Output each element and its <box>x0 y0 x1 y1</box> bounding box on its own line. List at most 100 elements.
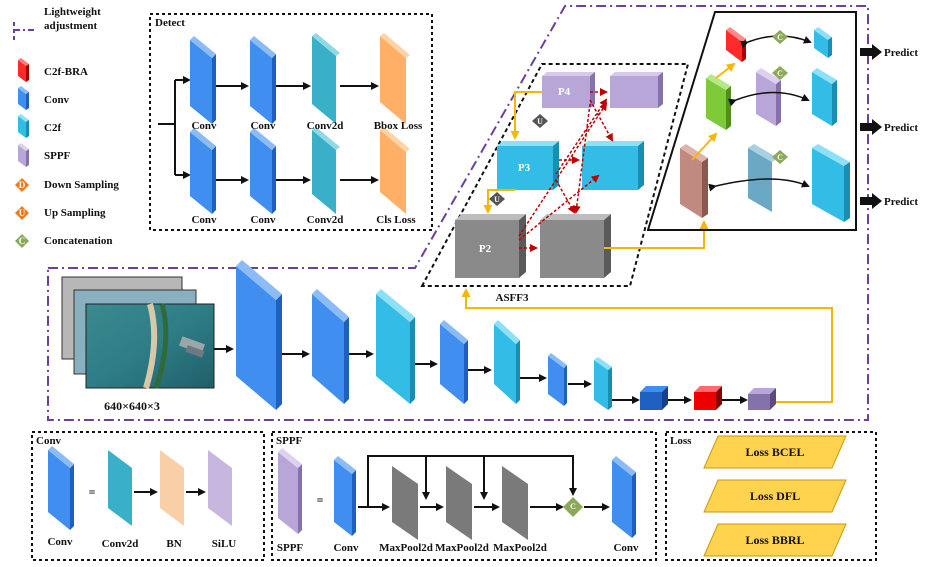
asff-p4-block <box>542 72 595 108</box>
head-concat-icon-1 <box>772 30 788 44</box>
conv-detail-conv-block <box>48 446 74 530</box>
legend-concat-letter: C <box>18 236 26 246</box>
sppf-detail-label-maxpool-2: MaxPool2d <box>435 542 489 554</box>
loss-bcel-shape <box>703 435 847 469</box>
backbone-c2f-1 <box>376 289 415 404</box>
sppf-detail-sppf-block <box>278 448 302 534</box>
backbone-sppf <box>748 388 776 410</box>
sppf-detail-label-maxpool-3: MaxPool2d <box>493 542 547 554</box>
legend-up-icon <box>15 206 29 220</box>
detect-bottom-label-1: Conv <box>191 214 217 226</box>
legend-down-label: Down Sampling <box>44 179 119 191</box>
legend-down-letter: D <box>18 180 26 190</box>
sppf-detail-maxpool-2 <box>446 466 472 540</box>
sppf-detail-concat-icon <box>563 497 583 517</box>
sppf-detail-maxpool-3 <box>502 466 528 540</box>
sppf-detail-conv-2 <box>612 456 636 538</box>
asff-up-letter-2: U <box>494 195 500 204</box>
detect-box <box>149 13 433 231</box>
predict-arrow-3 <box>860 193 882 209</box>
sppf-detail-label-maxpool-1: MaxPool2d <box>379 542 433 554</box>
conv-detail-silu-block <box>208 450 232 526</box>
detect-top-conv-2 <box>250 36 276 124</box>
head-brown-block <box>680 144 708 218</box>
asff-up-icon-2 <box>489 192 505 206</box>
loss-title: Loss <box>670 435 692 447</box>
legend-down-icon <box>15 178 29 192</box>
detect-top-label-2: Conv <box>250 120 276 132</box>
asff-p2-label: P2 <box>478 243 492 255</box>
sppf-detail-concat-letter: C <box>570 502 576 511</box>
head-concat-letter-1: C <box>777 33 783 42</box>
conv-detail-label-silu: SiLU <box>211 538 237 550</box>
detect-top-label-4: Bbox Loss <box>373 120 423 132</box>
predict-arrow-1 <box>860 44 882 60</box>
legend-conv-icon <box>18 86 29 110</box>
input-image-stack <box>61 276 215 389</box>
sppf-detail-title: SPPF <box>276 435 303 447</box>
detect-bottom-label-4: Cls Loss <box>376 214 416 226</box>
asff-p3-out-block <box>582 141 644 190</box>
sppf-detail-box <box>271 431 657 561</box>
detect-title: Detect <box>155 17 185 29</box>
detect-top-conv2d <box>312 33 340 124</box>
asff-p2-out-block <box>540 214 611 278</box>
asff3-title: ASFF3 <box>495 292 529 304</box>
sppf-detail-conv-1 <box>334 456 356 536</box>
legend-c2f-label: C2f <box>44 122 62 134</box>
sppf-detail-label-conv-2: Conv <box>613 542 639 554</box>
conv-detail-bn-block <box>160 450 184 526</box>
loss-dfl-shape <box>703 479 847 513</box>
asff-p3-label: P3 <box>517 162 531 174</box>
asff-p2-block <box>455 214 526 278</box>
detect-bottom-cls-loss <box>380 127 410 214</box>
detect-top-conv-1 <box>190 36 216 124</box>
legend-sppf-icon <box>18 143 29 167</box>
sppf-detail-maxpool-1 <box>392 466 418 540</box>
backbone-c2f-2 <box>494 320 520 404</box>
predict-arrow-2 <box>860 119 882 135</box>
loss-bbrl-label: Loss BBRL <box>745 533 805 547</box>
head-concat-icon-2 <box>772 66 788 80</box>
legend-adjustment-label: adjustment <box>44 20 98 32</box>
head-conv2d-block <box>748 144 778 212</box>
asff-p4-label: P4 <box>557 86 571 98</box>
head-green-block <box>706 74 731 130</box>
asff3-box <box>420 63 690 287</box>
legend-concat-label: Concatenation <box>44 235 113 247</box>
legend-c2f-icon <box>18 114 29 138</box>
backbone-c2f-bra <box>694 386 722 410</box>
conv-detail-conv2d-block <box>108 450 132 526</box>
backbone-c2f-3 <box>594 357 612 410</box>
backbone-conv-5 <box>640 386 668 410</box>
legend-up-letter: U <box>18 208 26 218</box>
backbone-conv-4 <box>548 353 567 406</box>
detect-bottom-conv2d <box>312 127 340 214</box>
head-c2f-large <box>812 144 850 222</box>
asff-up-icon-1 <box>532 114 548 128</box>
head-c2f-small <box>814 27 832 58</box>
legend-concat-icon <box>15 234 29 248</box>
predict-label-1: Predict <box>884 47 919 59</box>
backbone-conv-1 <box>236 260 282 410</box>
legend-c2f-bra-label: C2f-BRA <box>44 66 88 78</box>
conv-detail-equals: = <box>88 485 96 499</box>
lightweight-outline <box>47 5 869 421</box>
conv-detail-label-conv: Conv <box>47 536 73 548</box>
legend-lightweight-label: Lightweight <box>44 6 101 18</box>
detect-bottom-conv-1 <box>190 128 216 214</box>
sppf-detail-label-sppf: SPPF <box>276 542 304 554</box>
sppf-detail-label-conv-1: Conv <box>333 542 359 554</box>
asff-p3-block <box>497 141 559 190</box>
loss-bcel-label: Loss BCEL <box>745 445 805 459</box>
head-box <box>646 11 857 231</box>
legend-sppf-label: SPPF <box>44 150 71 162</box>
backbone-conv-2 <box>312 289 349 404</box>
conv-detail-title: Conv <box>36 435 62 447</box>
input-size-label: 640×640×3 <box>104 399 160 413</box>
conv-detail-box <box>31 431 265 561</box>
detect-top-bbox-loss <box>380 33 410 124</box>
backbone-conv-3 <box>440 320 468 404</box>
head-c2f-mid <box>812 68 837 126</box>
